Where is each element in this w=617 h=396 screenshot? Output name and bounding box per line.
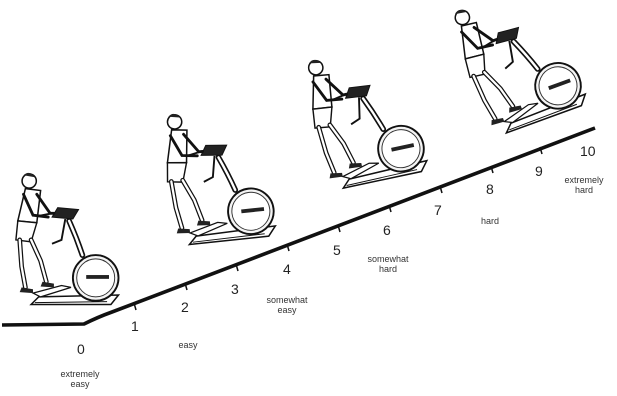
rider-illustration-somewhat-hard xyxy=(301,41,429,191)
tick-label-8: 8 xyxy=(486,181,494,197)
descriptor-line: hard xyxy=(470,216,510,226)
descriptor-line: hard xyxy=(556,185,612,195)
tick-label-5: 5 xyxy=(333,242,341,258)
descriptor-extremely-hard: extremely hard xyxy=(556,175,612,195)
rider-illustration-easy xyxy=(161,104,277,246)
tick-label-1: 1 xyxy=(131,318,139,334)
descriptor-line: easy xyxy=(52,379,108,389)
tick-label-3: 3 xyxy=(231,281,239,297)
tick-label-6: 6 xyxy=(383,222,391,238)
descriptor-line: somewhat xyxy=(255,295,319,305)
tick-label-0: 0 xyxy=(77,341,85,357)
descriptor-hard: hard xyxy=(470,216,510,226)
descriptor-line: somewhat xyxy=(356,254,420,264)
descriptor-extremely-easy: extremely easy xyxy=(52,369,108,389)
descriptor-line: easy xyxy=(160,340,216,350)
rider-illustration-extremely-hard xyxy=(447,0,588,138)
tick-label-9: 9 xyxy=(535,163,543,179)
descriptor-line: easy xyxy=(255,305,319,315)
descriptor-somewhat-hard: somewhat hard xyxy=(356,254,420,274)
tick-label-10: 10 xyxy=(580,143,596,159)
descriptor-somewhat-easy: somewhat easy xyxy=(255,295,319,315)
rider-illustration-rest xyxy=(16,173,119,305)
tick-label-7: 7 xyxy=(434,202,442,218)
tick-label-4: 4 xyxy=(283,261,291,277)
descriptor-line: extremely xyxy=(52,369,108,379)
tick-label-2: 2 xyxy=(181,299,189,315)
descriptor-easy: easy xyxy=(160,340,216,350)
descriptor-line: extremely xyxy=(556,175,612,185)
descriptor-line: hard xyxy=(356,264,420,274)
